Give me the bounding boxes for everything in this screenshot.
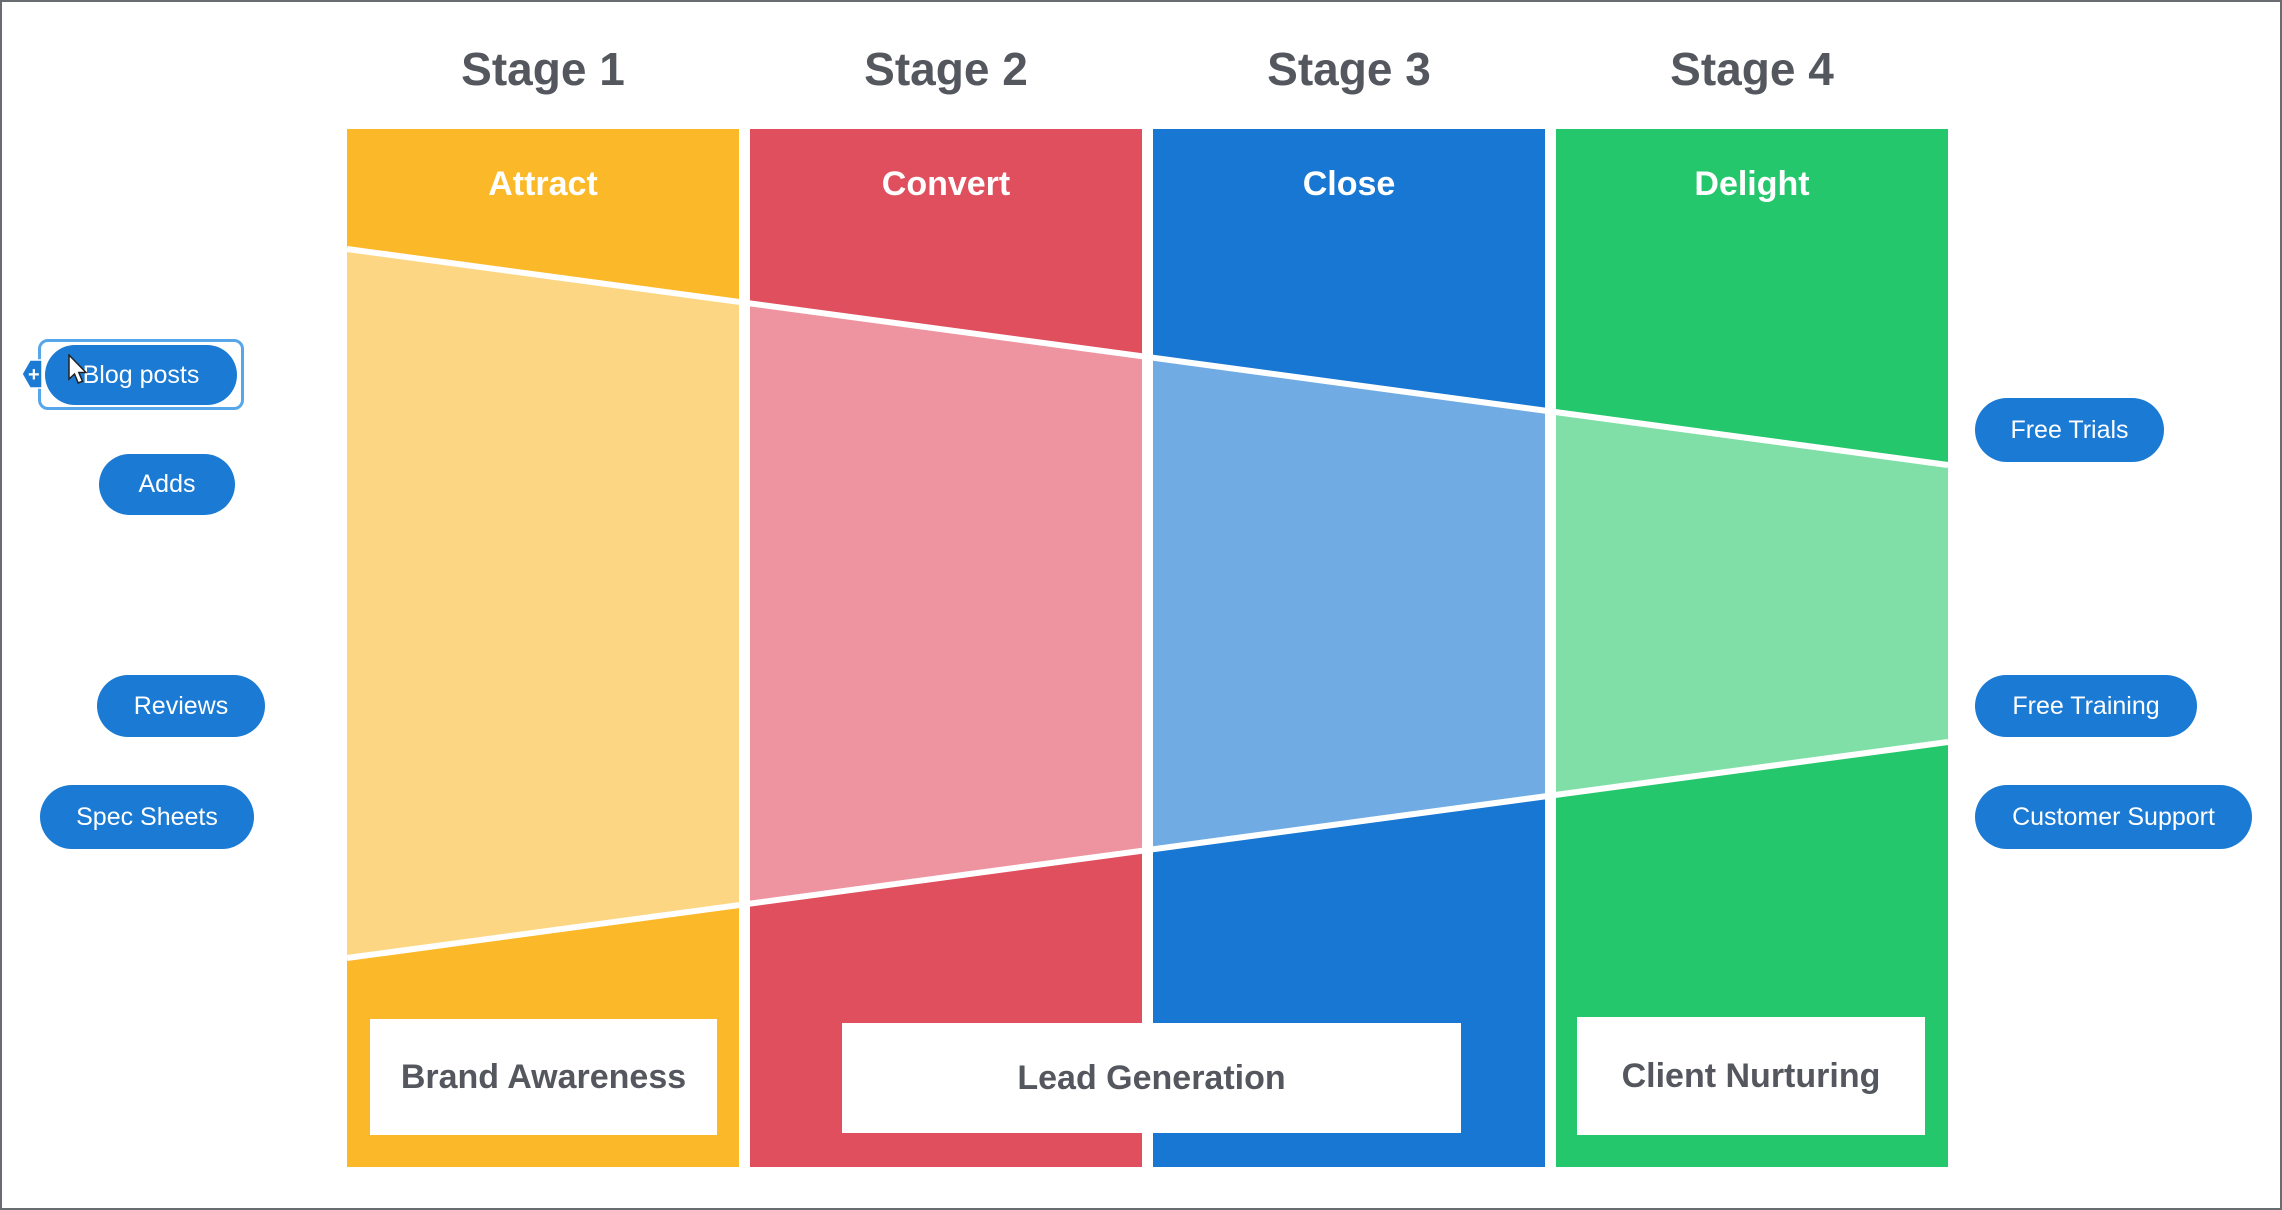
connector-nub-shape[interactable] [21,359,43,389]
header-convert: Convert [881,165,1011,203]
mouse-cursor-icon [68,354,88,384]
stage-1-label: Stage 1 [461,43,625,95]
connector-nub[interactable]: + [21,359,43,389]
funnel-band-convert[interactable] [750,303,1142,904]
free-trials-pill[interactable]: Free Trials [1975,398,2164,462]
lead-generation-box[interactable]: Lead Generation [842,1023,1461,1133]
stage-2-label: Stage 2 [864,43,1028,95]
funnel-band-close[interactable] [1153,358,1545,849]
reviews-pill[interactable]: Reviews [97,675,265,737]
free-training-pill[interactable]: Free Training [1975,675,2197,737]
funnel-band-attract[interactable] [347,249,739,958]
header-delight: Delight [1694,165,1810,203]
plus-icon: + [28,364,40,386]
header-attract: Attract [488,165,598,203]
stage-4-label: Stage 4 [1670,43,1834,95]
lead-generation-label: Lead Generation [1017,1058,1286,1097]
client-nurturing-label: Client Nurturing [1621,1056,1881,1095]
funnel-band-delight[interactable] [1556,412,1948,795]
client-nurturing-box[interactable]: Client Nurturing [1577,1017,1925,1135]
customer-support-pill[interactable]: Customer Support [1975,785,2252,849]
funnel-top-divider [346,246,1949,468]
spec-sheets-pill[interactable]: Spec Sheets [40,785,254,849]
brand-awareness-box[interactable]: Brand Awareness [370,1019,717,1135]
funnel-bottom-divider [346,739,1949,961]
brand-awareness-label: Brand Awareness [400,1057,687,1096]
header-close: Close [1302,165,1396,203]
adds-pill[interactable]: Adds [99,454,235,515]
stage-3-label: Stage 3 [1267,43,1431,95]
